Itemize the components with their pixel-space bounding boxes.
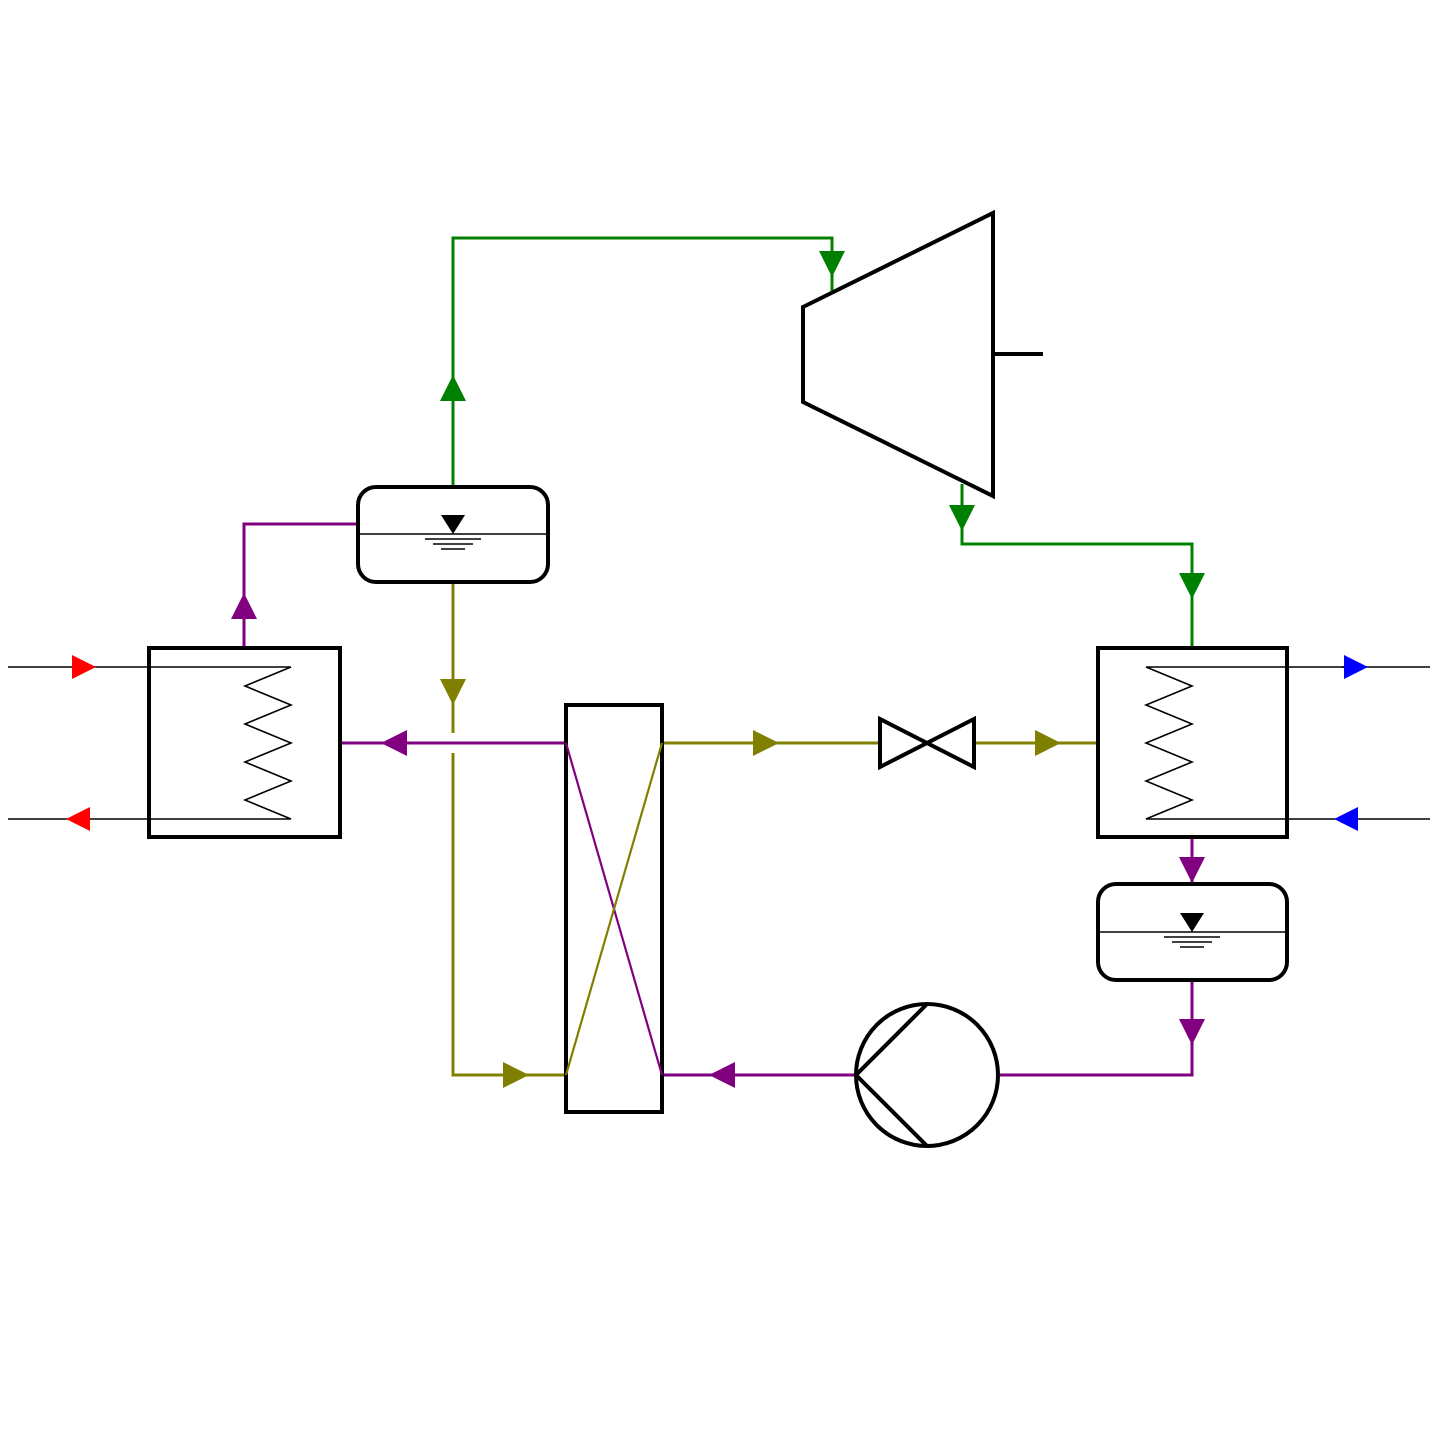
condenser-coil <box>1143 666 1287 820</box>
separator-top-level-icon <box>441 515 465 534</box>
condenser-body <box>1096 646 1289 839</box>
purple-line-evaporator-to-separator <box>242 522 358 648</box>
separator-bottom-level-icon <box>1180 913 1204 932</box>
pump[interactable] <box>853 1002 1000 1148</box>
purple-line-separator-to-pump <box>998 980 1194 1077</box>
separator-top[interactable] <box>356 485 550 584</box>
vapor-stream <box>440 236 1205 648</box>
condenser[interactable] <box>1096 646 1289 839</box>
separator-bottom-level-marks <box>1164 936 1220 948</box>
evaporator[interactable] <box>147 646 342 839</box>
separator-top-level-marks <box>425 538 481 550</box>
throttle-valve[interactable] <box>878 715 976 771</box>
recuperator-olive-diagonal <box>564 742 664 1076</box>
turbine[interactable] <box>801 209 1043 500</box>
vapor-line-turbine-to-condenser <box>960 484 1194 648</box>
separator-bottom[interactable] <box>1096 882 1289 982</box>
evaporator-coil <box>149 666 294 820</box>
pump-direction-mark <box>853 1002 929 1148</box>
vapor-line-separator-to-turbine <box>451 236 834 487</box>
turbine-body <box>801 209 995 500</box>
pump-body <box>854 1002 1000 1148</box>
olive-line-separator-down-lower <box>451 753 566 1077</box>
throttle-valve-body <box>878 715 976 771</box>
recuperator[interactable] <box>564 703 664 1114</box>
evaporator-body <box>147 646 342 839</box>
liquid-solution-stream <box>440 582 1098 1088</box>
working-fluid-stream <box>231 522 1205 1088</box>
